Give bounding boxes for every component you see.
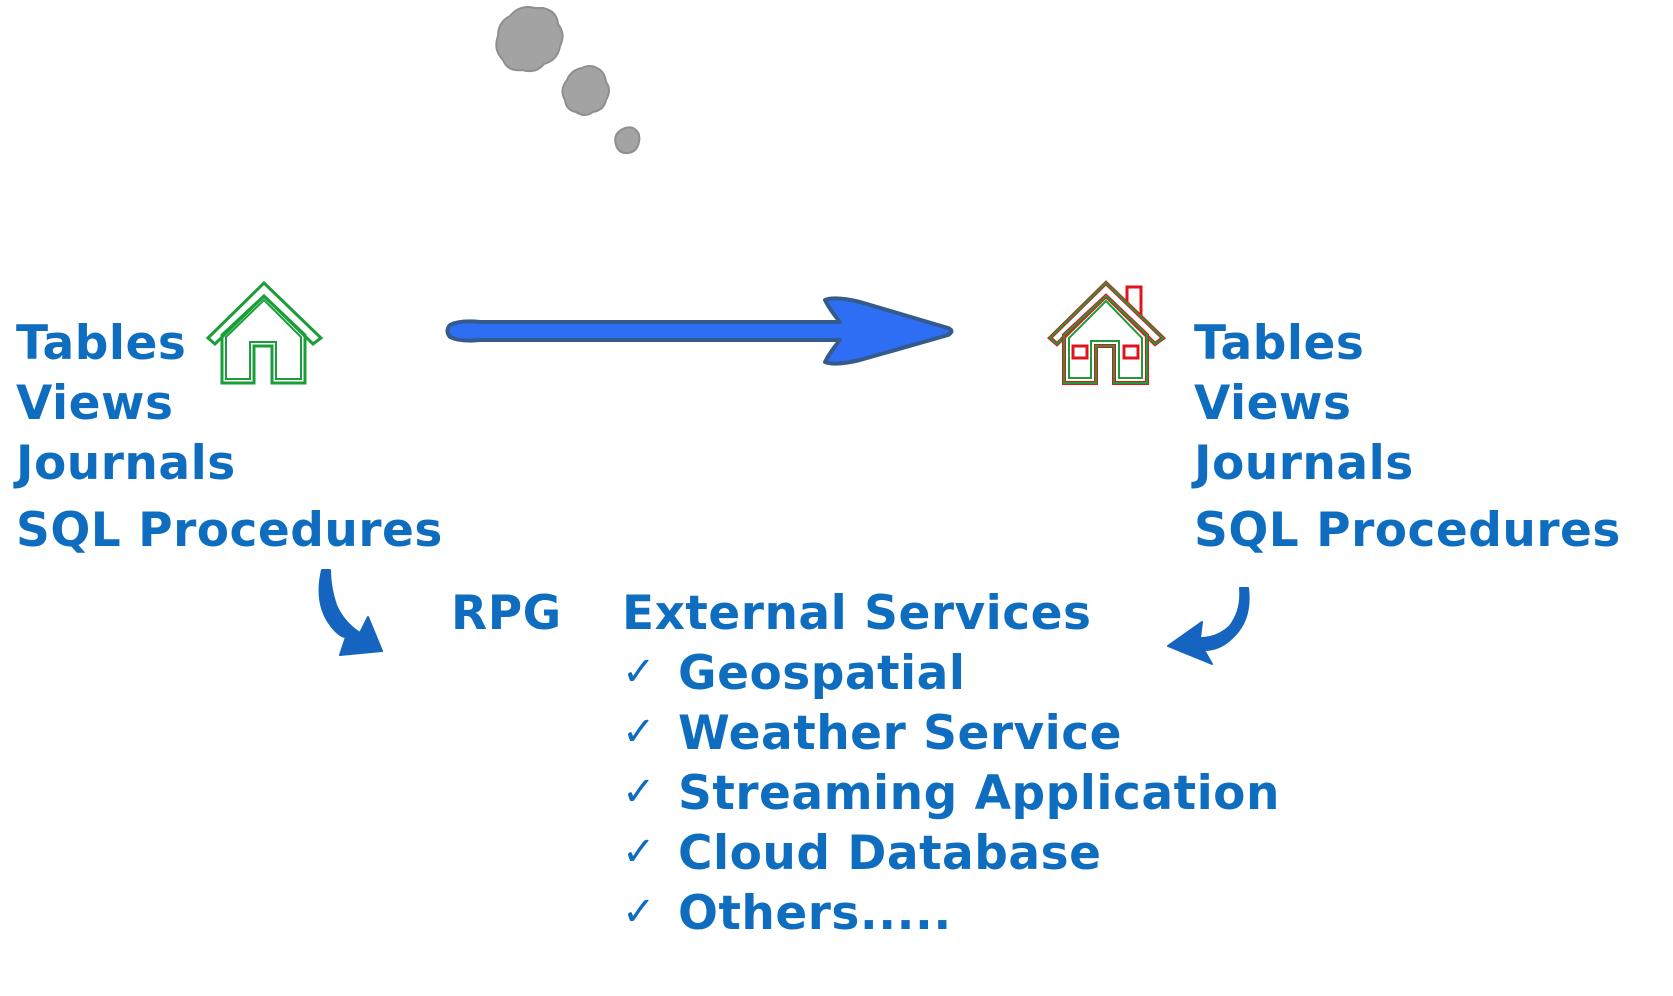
right-arrow-icon bbox=[445, 296, 954, 366]
service-item-streaming-application: Streaming Application bbox=[678, 766, 1280, 821]
left-list-item-views: Views bbox=[16, 376, 174, 431]
right-list-item-journals: Journals bbox=[1194, 436, 1414, 491]
rpg-label: RPG bbox=[451, 586, 562, 641]
right-list-item-views: Views bbox=[1194, 376, 1352, 431]
service-item-geospatial: Geospatial bbox=[678, 646, 966, 701]
smoke-puff-small bbox=[614, 126, 641, 155]
smoke-puff-large bbox=[495, 6, 564, 73]
check-icon: ✓ bbox=[622, 709, 656, 755]
house-with-chimney-icon bbox=[1047, 280, 1167, 385]
left-list-item-tables: Tables bbox=[16, 316, 187, 371]
service-item-others: Others..... bbox=[678, 886, 952, 941]
external-services-title: External Services bbox=[622, 586, 1092, 641]
service-item-weather-service: Weather Service bbox=[678, 706, 1122, 761]
right-list-item-sql-procedures: SQL Procedures bbox=[1194, 503, 1621, 558]
curved-arrow-icon bbox=[318, 569, 383, 656]
check-icon: ✓ bbox=[622, 889, 656, 935]
smoke-puff-medium bbox=[561, 65, 610, 116]
curved-arrow-icon bbox=[1167, 587, 1250, 665]
service-item-cloud-database: Cloud Database bbox=[678, 826, 1102, 881]
window-icon bbox=[1122, 344, 1140, 360]
right-list-item-tables: Tables bbox=[1194, 316, 1365, 371]
house-icon bbox=[205, 280, 324, 385]
left-list-item-journals: Journals bbox=[16, 436, 236, 491]
check-icon: ✓ bbox=[622, 829, 656, 875]
window-icon bbox=[1071, 344, 1089, 360]
left-list-item-sql-procedures: SQL Procedures bbox=[16, 503, 443, 558]
check-icon: ✓ bbox=[622, 649, 656, 695]
check-icon: ✓ bbox=[622, 769, 656, 815]
